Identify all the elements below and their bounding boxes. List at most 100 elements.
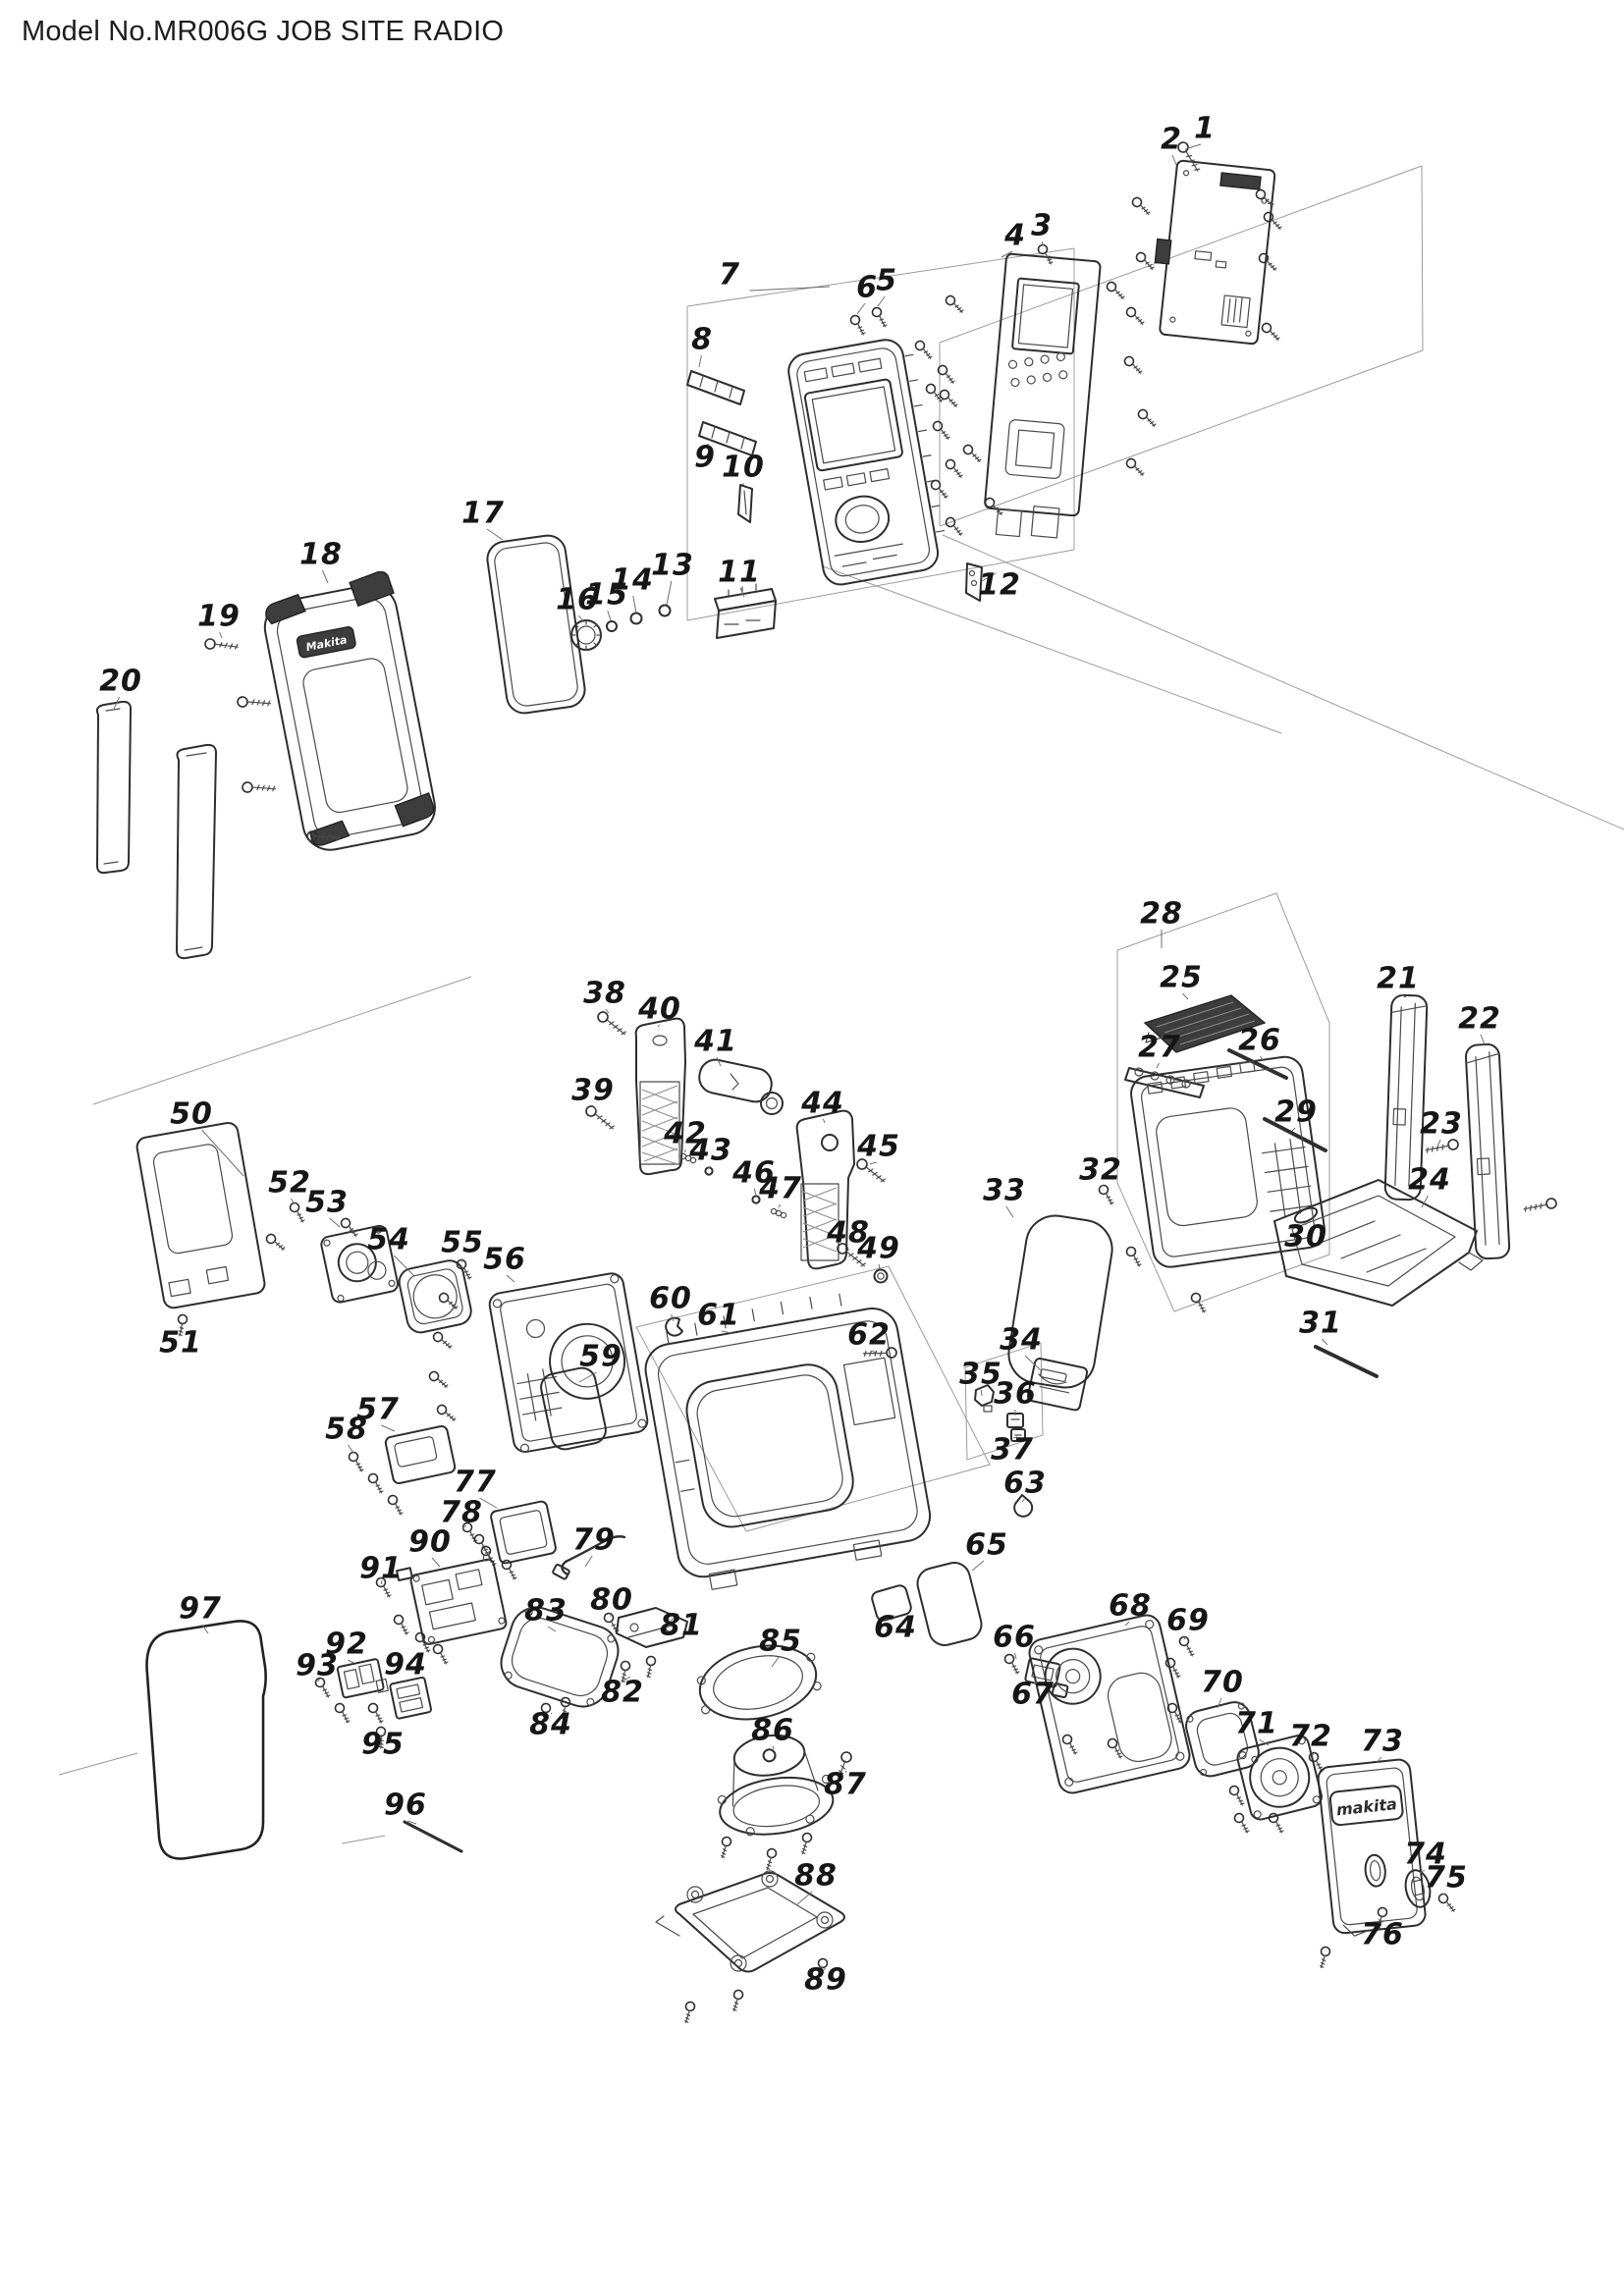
part-77-plate xyxy=(490,1500,557,1565)
part-22-side-pillar xyxy=(1464,1042,1511,1260)
part-label-52: 52 xyxy=(268,1165,311,1201)
part-64-pad xyxy=(871,1584,912,1622)
tweeter-screw xyxy=(263,1232,289,1252)
part-29-rod xyxy=(1263,1117,1327,1152)
part-label-11: 11 xyxy=(718,555,761,590)
part-label-89: 89 xyxy=(804,1962,847,1998)
woofer-screw xyxy=(719,1836,733,1859)
part-81-bracket xyxy=(616,1607,688,1648)
part-92-terminal xyxy=(336,1658,389,1699)
part-34-plate xyxy=(1026,1358,1089,1412)
part-71-speaker xyxy=(1236,1734,1323,1821)
part-label-63: 63 xyxy=(1003,1466,1047,1501)
part-label-94: 94 xyxy=(384,1647,427,1682)
woofer-screw xyxy=(799,1832,814,1855)
part-label-39: 39 xyxy=(571,1073,615,1108)
part-24-base-plate xyxy=(1273,1179,1484,1307)
part-label-10: 10 xyxy=(722,450,765,485)
part-label-38: 38 xyxy=(583,976,626,1011)
part-label-27: 27 xyxy=(1138,1030,1181,1065)
part-label-69: 69 xyxy=(1166,1603,1210,1638)
part-72-screw xyxy=(1305,1749,1329,1774)
part-54-gasket xyxy=(398,1259,472,1334)
part-31-rod xyxy=(1314,1345,1379,1378)
part-42-spring xyxy=(679,1152,697,1164)
part-82-screw xyxy=(642,1654,660,1679)
pcb4-screws xyxy=(937,241,1161,516)
part-88-bottom-plate xyxy=(655,1870,845,1973)
part-label-91: 91 xyxy=(359,1551,403,1586)
part-label-95: 95 xyxy=(361,1727,405,1762)
construction-lines xyxy=(58,165,1624,1776)
part-label-87: 87 xyxy=(824,1767,867,1802)
part-label-25: 25 xyxy=(1160,960,1203,995)
part-label-48: 48 xyxy=(827,1215,870,1251)
part-label-81: 81 xyxy=(660,1608,703,1643)
part-label-72: 72 xyxy=(1289,1719,1332,1754)
part-59-pad xyxy=(540,1366,607,1451)
part-25-speaker-grille xyxy=(1143,994,1267,1053)
part-label-20: 20 xyxy=(99,664,142,699)
part-41-handle-cap xyxy=(698,1058,784,1115)
part-label-6: 6 xyxy=(856,270,878,305)
part-15-ring xyxy=(606,620,618,632)
part-20-handle xyxy=(95,700,132,875)
plate-screw xyxy=(498,1557,522,1581)
part-89-screw xyxy=(682,2001,697,2024)
part-50-baffle-plate xyxy=(135,1122,266,1309)
pcb-screw xyxy=(390,1612,414,1636)
part-79-lead-wire xyxy=(552,1535,626,1580)
part-label-43: 43 xyxy=(689,1133,732,1168)
part-13-ring xyxy=(658,604,672,617)
part-label-46: 46 xyxy=(732,1155,776,1191)
part-label-28: 28 xyxy=(1140,896,1183,932)
part-label-59: 59 xyxy=(579,1339,623,1374)
part-label-15: 15 xyxy=(585,577,628,613)
part-label-36: 36 xyxy=(994,1376,1037,1412)
part-60-clip xyxy=(665,1316,683,1337)
part-label-13: 13 xyxy=(651,548,694,583)
part-47-spring xyxy=(770,1207,787,1219)
part-89-screw xyxy=(731,1989,745,2012)
part-label-93: 93 xyxy=(296,1648,339,1683)
part-label-51: 51 xyxy=(159,1325,202,1361)
part-94-terminal xyxy=(389,1676,432,1720)
rear-housing xyxy=(1130,1055,1326,1268)
part-83-gasket-frame xyxy=(500,1606,620,1708)
part-label-75: 75 xyxy=(1425,1860,1468,1896)
part-58-screw xyxy=(364,1470,389,1495)
part-label-14: 14 xyxy=(611,562,654,598)
part-86-woofer xyxy=(717,1734,835,1837)
part-label-68: 68 xyxy=(1109,1588,1152,1624)
part-label-29: 29 xyxy=(1274,1095,1318,1130)
part-label-23: 23 xyxy=(1420,1106,1463,1142)
part-label-65: 65 xyxy=(965,1527,1008,1563)
part-14-ring xyxy=(629,612,643,625)
part-label-26: 26 xyxy=(1238,1023,1281,1058)
part-43-ring xyxy=(704,1166,714,1176)
part-label-73: 73 xyxy=(1361,1724,1404,1759)
part-33-cover xyxy=(1007,1214,1113,1389)
frame-screw xyxy=(434,1403,460,1422)
part-38-screw xyxy=(594,1009,630,1037)
part-label-3: 3 xyxy=(1031,208,1053,243)
part-21-side-pillar xyxy=(1383,993,1429,1201)
part-label-66: 66 xyxy=(993,1620,1036,1655)
part-label-70: 70 xyxy=(1201,1665,1244,1700)
part-label-57: 57 xyxy=(356,1392,400,1427)
page-title: Model No.MR006G JOB SITE RADIO xyxy=(22,16,505,47)
part-label-50: 50 xyxy=(170,1096,213,1132)
part-label-49: 49 xyxy=(857,1231,900,1266)
woofer-screw xyxy=(764,1847,779,1871)
part-label-22: 22 xyxy=(1458,1001,1501,1037)
part-label-97: 97 xyxy=(179,1591,222,1627)
part-label-53: 53 xyxy=(305,1185,349,1220)
part-26-rod xyxy=(1227,1048,1288,1080)
cover-screw xyxy=(1318,1946,1332,1969)
handle-shape xyxy=(176,743,217,960)
part-label-60: 60 xyxy=(649,1281,692,1316)
part-17-cover-plate xyxy=(486,534,586,715)
part-label-79: 79 xyxy=(572,1522,616,1558)
part-40-handle-post xyxy=(634,1017,686,1176)
